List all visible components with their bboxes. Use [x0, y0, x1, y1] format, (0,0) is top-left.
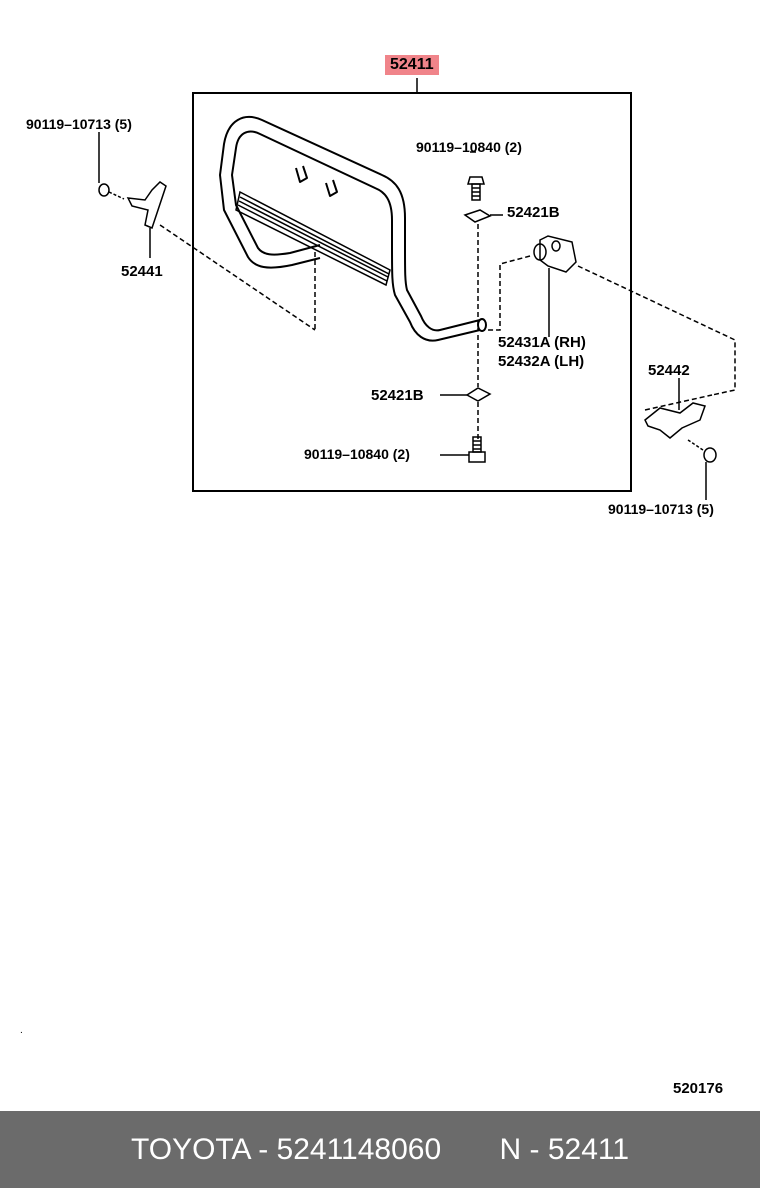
clip-lower-icon [440, 387, 492, 402]
clip-upper-icon [463, 209, 503, 223]
bolt-left-top-icon [98, 132, 125, 200]
main-part-label: 52411 [385, 55, 439, 75]
label-bracket-rh: 52431A (RH) [498, 334, 586, 351]
figure-number: 520176 [673, 1080, 724, 1097]
footer-text: TOYOTA - 5241148060 N - 52411 [130, 1132, 630, 1166]
right-bracket-dashed-line [644, 394, 713, 411]
bracket-left-icon [126, 181, 167, 258]
label-clip-lower: 52421B [371, 387, 424, 404]
label-bolt-upper: 90119–10840 (2) [416, 139, 522, 155]
step-bar [219, 116, 487, 342]
stray-mark: . [20, 1025, 23, 1036]
bracket-rh-lh-icon [533, 235, 577, 337]
bolt-lower-icon [440, 436, 486, 463]
bolt-right-bottom-icon [687, 439, 717, 500]
label-bolt-left-top: 90119–10713 (5) [26, 116, 132, 132]
footer-bar: TOYOTA - 5241148060 N - 52411 [0, 1111, 760, 1188]
left-dashed-line [159, 224, 316, 331]
label-bolt-right-bottom: 90119–10713 (5) [608, 501, 714, 517]
bracket-dashed-line-left [484, 255, 531, 331]
step-plate [235, 190, 391, 287]
bolt-upper-icon [467, 151, 485, 201]
assembly-frame [192, 92, 632, 492]
label-bracket-left: 52441 [121, 263, 163, 280]
parts-diagram [98, 78, 736, 500]
bracket-right-icon [644, 378, 706, 439]
label-bracket-lh: 52432A (LH) [498, 353, 585, 370]
label-bolt-lower: 90119–10840 (2) [304, 446, 410, 462]
label-clip-upper: 52421B [507, 204, 560, 221]
bracket-dashed-line-right [577, 265, 736, 396]
label-bracket-right: 52442 [648, 362, 690, 379]
